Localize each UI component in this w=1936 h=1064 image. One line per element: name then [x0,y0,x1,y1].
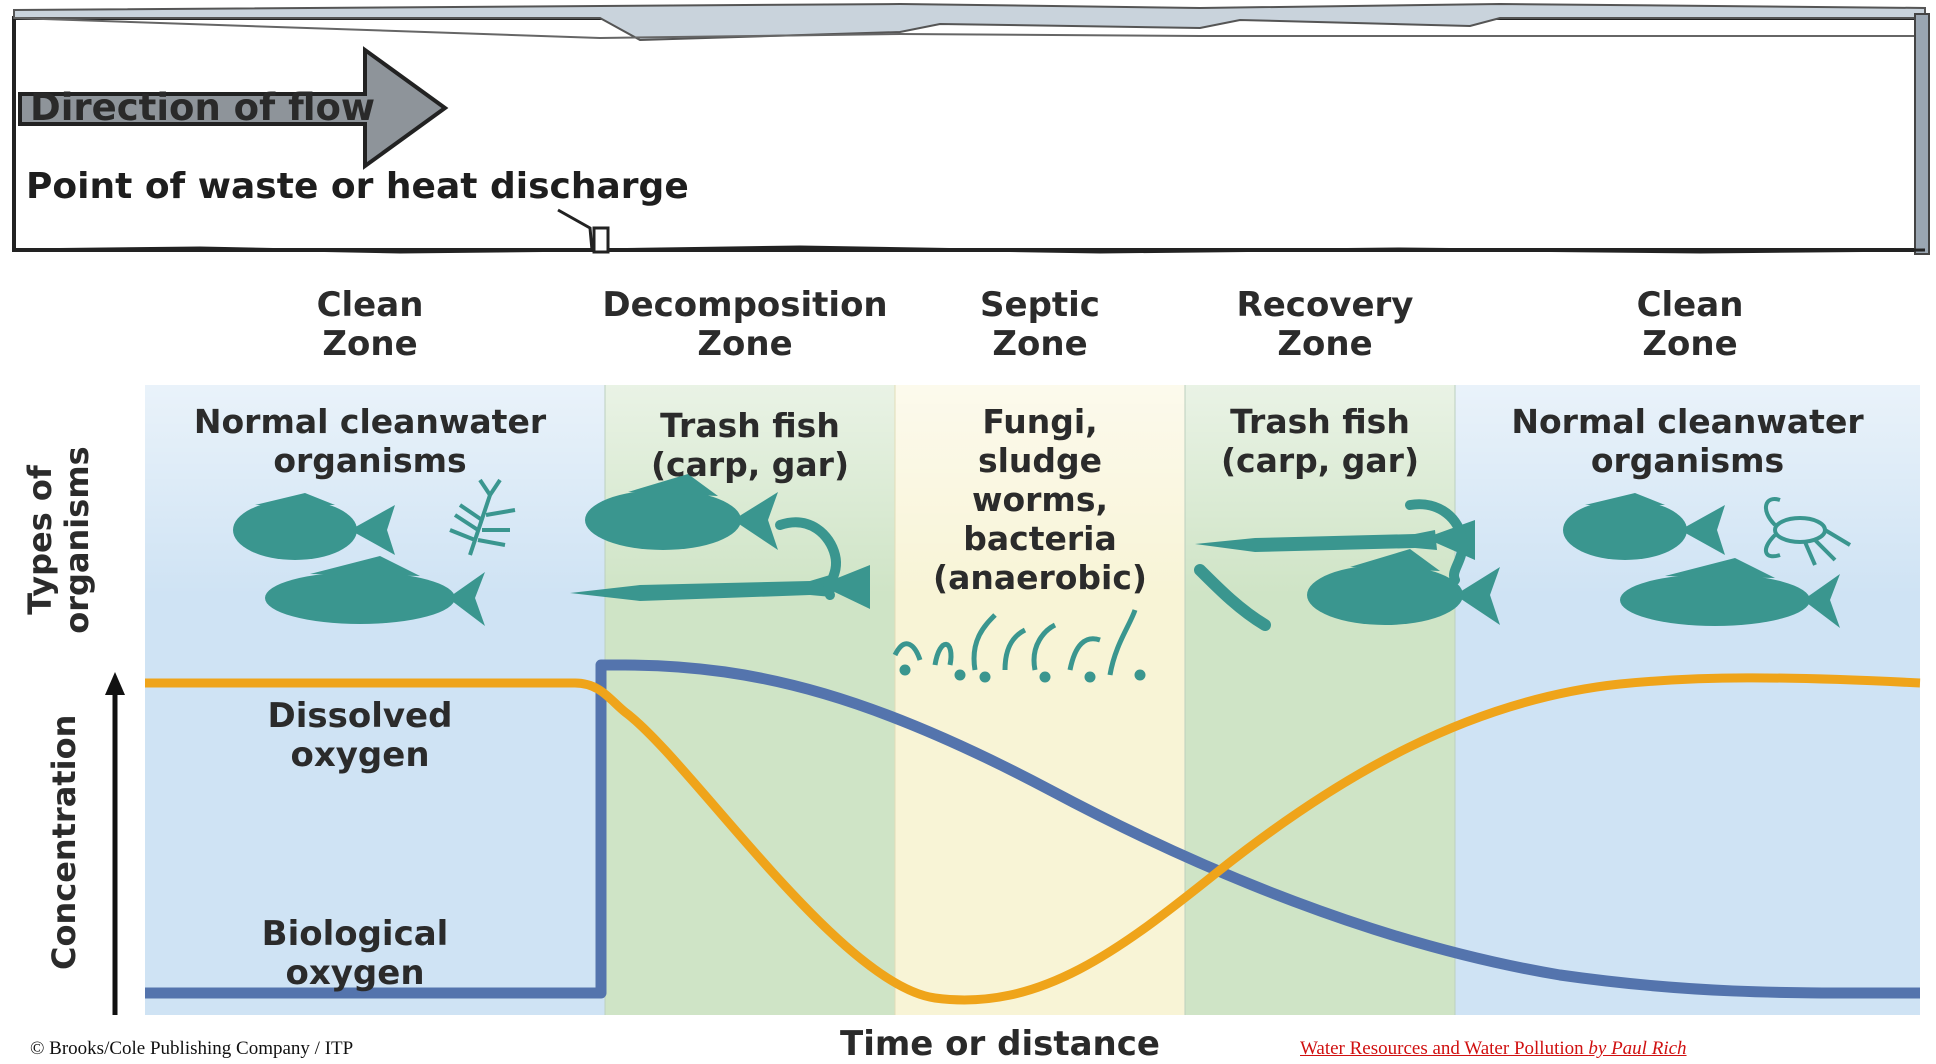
copyright-notice: © Brooks/Cole Publishing Company / ITP [30,1038,353,1060]
organisms-decomposition: Trash fish(carp, gar) [610,406,890,484]
source-credit-link[interactable]: Water Resources and Water Pollution by P… [1300,1038,1687,1060]
y-axis [105,672,125,1015]
y-axis-arrow-icon [105,672,125,695]
direction-of-flow-label: Direction of flow [30,86,375,129]
x-axis-label: Time or distance [840,1024,1160,1064]
credit-title: Water Resources and Water Pollution [1300,1038,1588,1059]
river-channel [14,4,1929,254]
discharge-pipe-icon [594,228,608,252]
discharge-point-label: Point of waste or heat discharge [26,166,689,207]
organisms-recovery: Trash fish(carp, gar) [1190,402,1450,480]
concentration-label: Concentration [46,730,86,970]
credit-author: by Paul Rich [1588,1038,1686,1059]
